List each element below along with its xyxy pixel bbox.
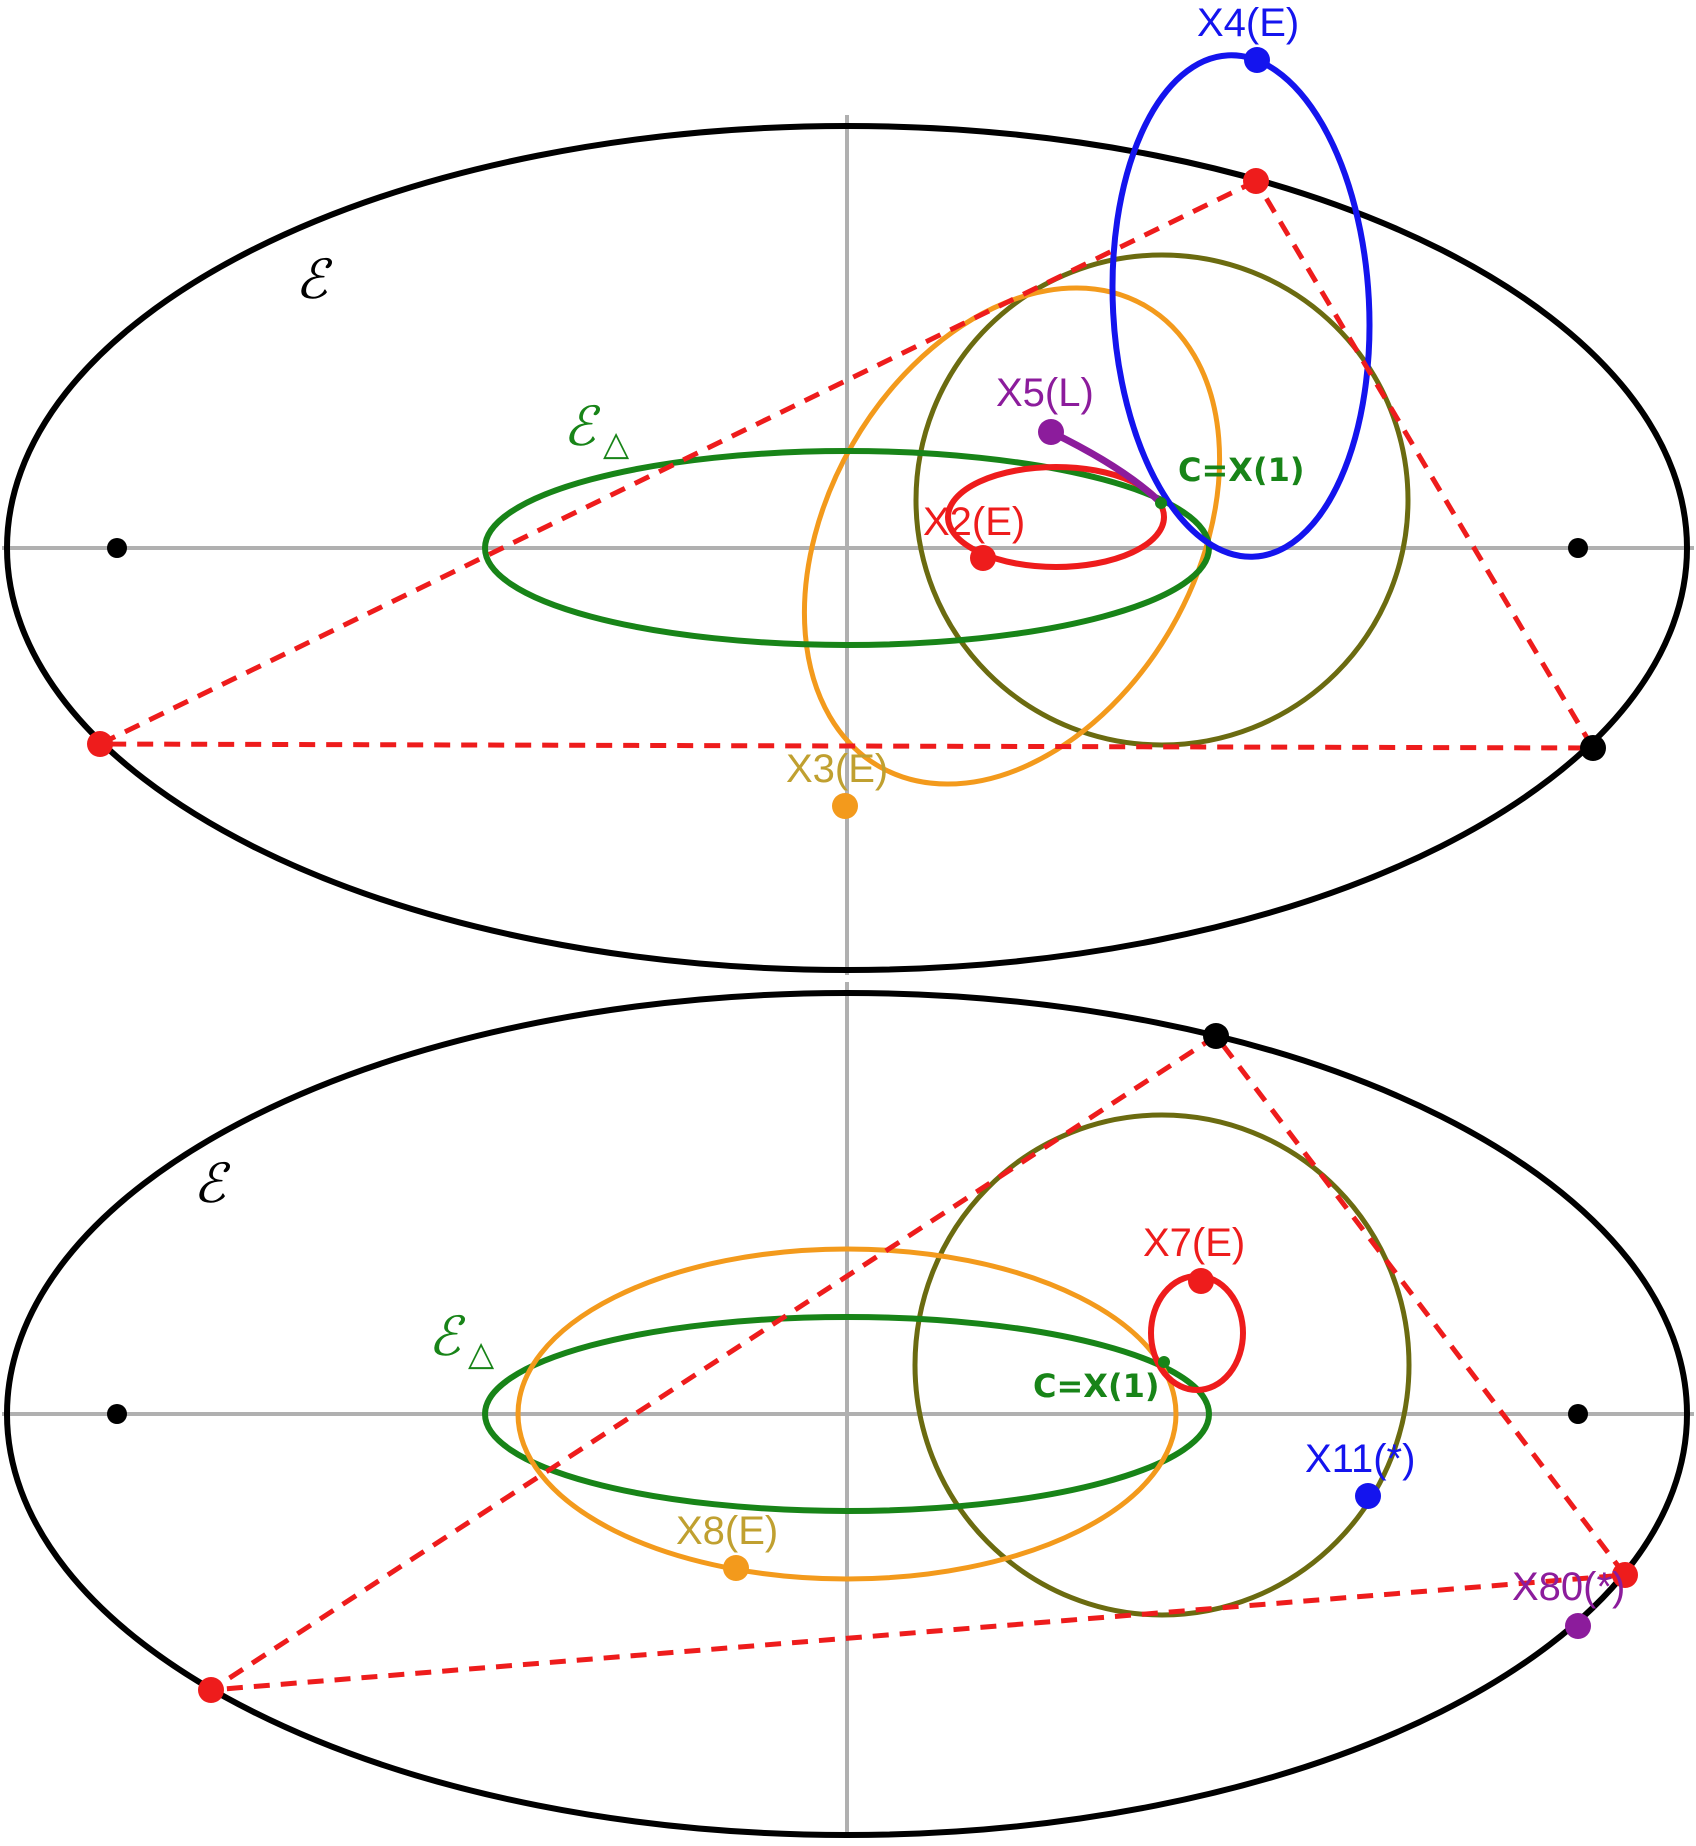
bottom-inellipse-label-sub: △ (468, 1334, 495, 1374)
top-x2-locus (945, 464, 1167, 570)
top-outer-ellipse-label: ℰ (295, 248, 333, 311)
top-triangle (98, 177, 1598, 751)
bottom-x11-point (1355, 1483, 1381, 1509)
bottom-outer-ellipse (4, 990, 1690, 1838)
top-x3-label: X3(E) (786, 747, 888, 791)
top-panel: X4(E) X5(L) X2(E) X3(E) C=X(1) ℰ ℰ △ (2, 1, 1694, 975)
bottom-panel: X7(E) X8(E) X11(*) X80(*) C=X(1) ℰ ℰ △ (2, 982, 1694, 1838)
top-x5-point (1038, 419, 1064, 445)
bottom-focus-right (1568, 1404, 1588, 1424)
bottom-outer-ellipse-label: ℰ (193, 1152, 231, 1215)
top-x5-label: X5(L) (996, 371, 1094, 415)
bottom-circumcircle (912, 1112, 1412, 1618)
top-center-label: C=X(1) (1178, 451, 1304, 489)
bottom-triangle (209, 1032, 1630, 1693)
top-circumcircle (913, 252, 1411, 748)
bottom-vertex-right (1612, 1562, 1638, 1588)
top-vertex-top (1243, 168, 1269, 194)
top-focus-right (1568, 538, 1588, 558)
top-inellipse (482, 448, 1212, 648)
bottom-x8-label: X8(E) (676, 1509, 778, 1553)
top-center-point (1155, 497, 1167, 509)
top-x2-label: X2(E) (923, 500, 1025, 544)
bottom-x11-label: X11(*) (1305, 1437, 1415, 1481)
bottom-inellipse (482, 1314, 1212, 1514)
bottom-x7-label: X7(E) (1143, 1221, 1245, 1265)
top-vertex-right (1580, 735, 1606, 761)
top-vertex-left (87, 731, 113, 757)
top-x5-locus (1047, 428, 1165, 507)
top-x4-label: X4(E) (1197, 1, 1299, 45)
bottom-x8-point (723, 1555, 749, 1581)
top-focus-left (107, 538, 127, 558)
top-x4-locus (1109, 52, 1373, 560)
top-x4-point (1244, 47, 1270, 73)
bottom-inellipse-label: ℰ (428, 1305, 466, 1368)
bottom-x80-point (1565, 1613, 1591, 1639)
top-x3-point (832, 793, 858, 819)
top-x3-locus (801, 285, 1223, 787)
bottom-center-label: C=X(1) (1033, 1367, 1159, 1405)
bottom-x7-point (1188, 1268, 1214, 1294)
top-inellipse-label: ℰ (563, 395, 601, 458)
bottom-x80-label: X80(*) (1512, 1565, 1625, 1609)
bottom-vertex-top (1203, 1023, 1229, 1049)
bottom-center-point (1158, 1356, 1170, 1368)
top-inellipse-label-sub: △ (603, 424, 630, 464)
top-x2-point (970, 545, 996, 571)
top-outer-ellipse (4, 123, 1690, 973)
bottom-focus-left (107, 1404, 127, 1424)
bottom-vertex-left (198, 1677, 224, 1703)
bottom-x8-locus (515, 1246, 1179, 1582)
